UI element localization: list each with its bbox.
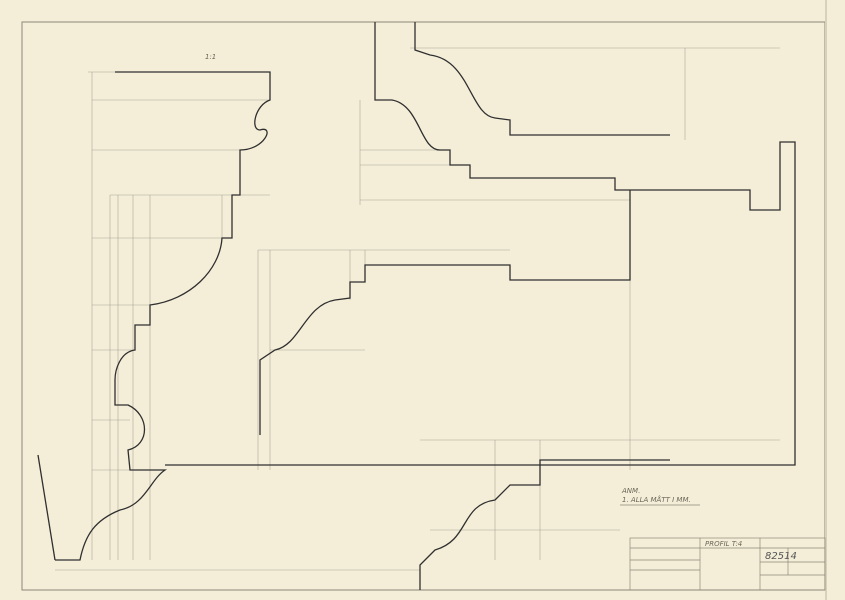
profile-bottom-right — [419, 459, 670, 590]
title-block — [620, 504, 826, 591]
profile-outlines — [37, 22, 796, 590]
title-line: PROFIL T:4 — [705, 540, 742, 548]
note-text: 1. ALLA MÅTT I MM. — [622, 495, 691, 504]
left-edge-stub — [37, 454, 56, 561]
scale-label: 1:1 — [205, 53, 216, 61]
profile-top — [165, 22, 796, 466]
note-heading: ANM. — [621, 487, 640, 495]
profile-middle — [259, 190, 631, 435]
profile-left — [55, 71, 271, 561]
drawing-number: 82514 — [765, 551, 797, 562]
profile-top-right — [414, 22, 670, 136]
